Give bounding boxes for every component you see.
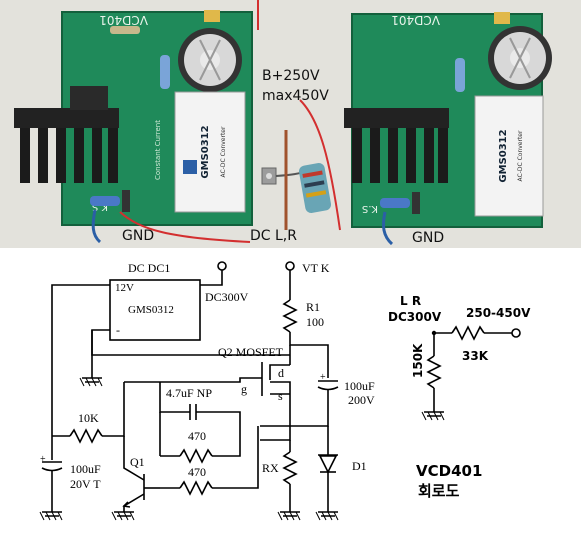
g-label: g [241,382,247,396]
c-small-value: 100uF [70,462,101,476]
r10k-resistor [69,428,103,444]
left-capacitor [178,28,242,92]
right-converter-module: GMS0312 AC-DC Converter [474,95,544,217]
caption-model: VCD401 [416,462,482,480]
max450-label: max450V [262,88,329,104]
left-board-photo: GMS0312 AC-DC Converter VCD401 K.S Const… [14,0,259,244]
r470a-resistor [179,448,213,464]
minus-label: - [116,323,120,337]
right-heatsink [344,108,449,183]
vtk-label: VT K [302,261,330,275]
r1-label: R1 [306,300,320,314]
ground-symbol-4 [277,511,301,521]
rx-resistor [282,451,298,485]
left-module-brand: GMS0312 [200,125,211,178]
left-gnd-label: GND [122,228,154,244]
ground-symbol-6 [421,411,445,421]
right-module-caption: AC-DC Converter [517,130,524,181]
r33k-label: 33K [462,349,489,363]
left-converter-module: GMS0312 AC-DC Converter [174,91,246,213]
right-module-brand: GMS0312 [498,129,509,182]
caption: VCD401 회로도 [416,462,482,500]
divider-dc300-label: DC300V [388,310,442,324]
right-pcb-initials: K.S [362,203,378,214]
dcdc-label: DC DC1 [128,261,170,275]
ground-symbol-5 [315,511,339,521]
r1-value: 100 [306,315,324,329]
mosfet-label: Q2 MOSFET [218,345,284,359]
lr-label: L R [400,294,421,308]
r470a-label: 470 [188,429,206,443]
c-big-voltage: 200V [348,393,375,407]
v12-label: 12V [115,282,134,294]
module-name-label: GMS0312 [128,304,174,316]
r150k-resistor [426,355,442,389]
dcdc-module-box [109,279,201,341]
c-big-value: 100uF [344,379,375,393]
q2-mosfet [160,362,291,441]
d1-diode [318,454,338,512]
r470b-label: 470 [188,465,206,479]
b250-label: B+250V [262,68,320,84]
divider-input-terminal [511,328,521,338]
d1-label: D1 [352,459,367,473]
q1-transistor [122,436,160,512]
right-capacitor [488,26,552,90]
caption-korean: 회로도 [418,482,460,500]
d-label: d [278,366,284,380]
c-np-capacitor [189,404,197,420]
r150k-label: 150K [411,343,425,378]
c-small-voltage: 20V T [70,477,101,491]
photo-strip: GMS0312 AC-DC Converter VCD401 K.S Const… [0,0,581,248]
divider-schematic: L R DC300V 250-450V 33K 150K [388,294,531,421]
c-small-capacitor: + [40,454,63,472]
c-np-label: 4.7uF NP [166,386,212,400]
module-terminal [217,261,227,271]
dc-lr-label: DC L,R [250,228,297,244]
left-pcb-title: VCD401 [99,13,148,27]
left-pcb-initials: K.S [92,201,108,212]
r10k-label: 10K [78,411,99,425]
main-schematic: DC DC1 12V GMS0312 - DC300V VT K R1 100 [39,261,375,521]
left-module-caption: AC-DC Converter [220,126,227,177]
c-big-capacitor: + [317,372,339,402]
svg-text:+: + [320,372,326,383]
dc300-label: DC300V [205,290,249,304]
left-pcb-text: Constant Current [154,120,162,180]
svg-text:+: + [40,454,46,465]
q1-label: Q1 [130,455,145,469]
right-gnd-label: GND [412,230,444,246]
r470b-resistor [179,480,213,496]
r33k-resistor [451,325,485,341]
right-board-photo: GMS0312 AC-DC Converter VCD401 K.S GND [344,12,552,246]
rx-label: RX [262,461,279,475]
vtk-terminal [285,261,295,271]
ground-symbol-2 [111,511,135,521]
ground-symbol-1 [79,377,103,387]
range-label: 250-450V [466,306,531,320]
middle-resistor-photo: B+250V max450V DC L,R [250,68,341,244]
right-pcb-title: VCD401 [391,13,440,27]
r1-resistor [282,299,298,333]
ground-symbol-3 [39,511,63,521]
left-heatsink [14,86,119,183]
s-label: s [278,389,283,403]
